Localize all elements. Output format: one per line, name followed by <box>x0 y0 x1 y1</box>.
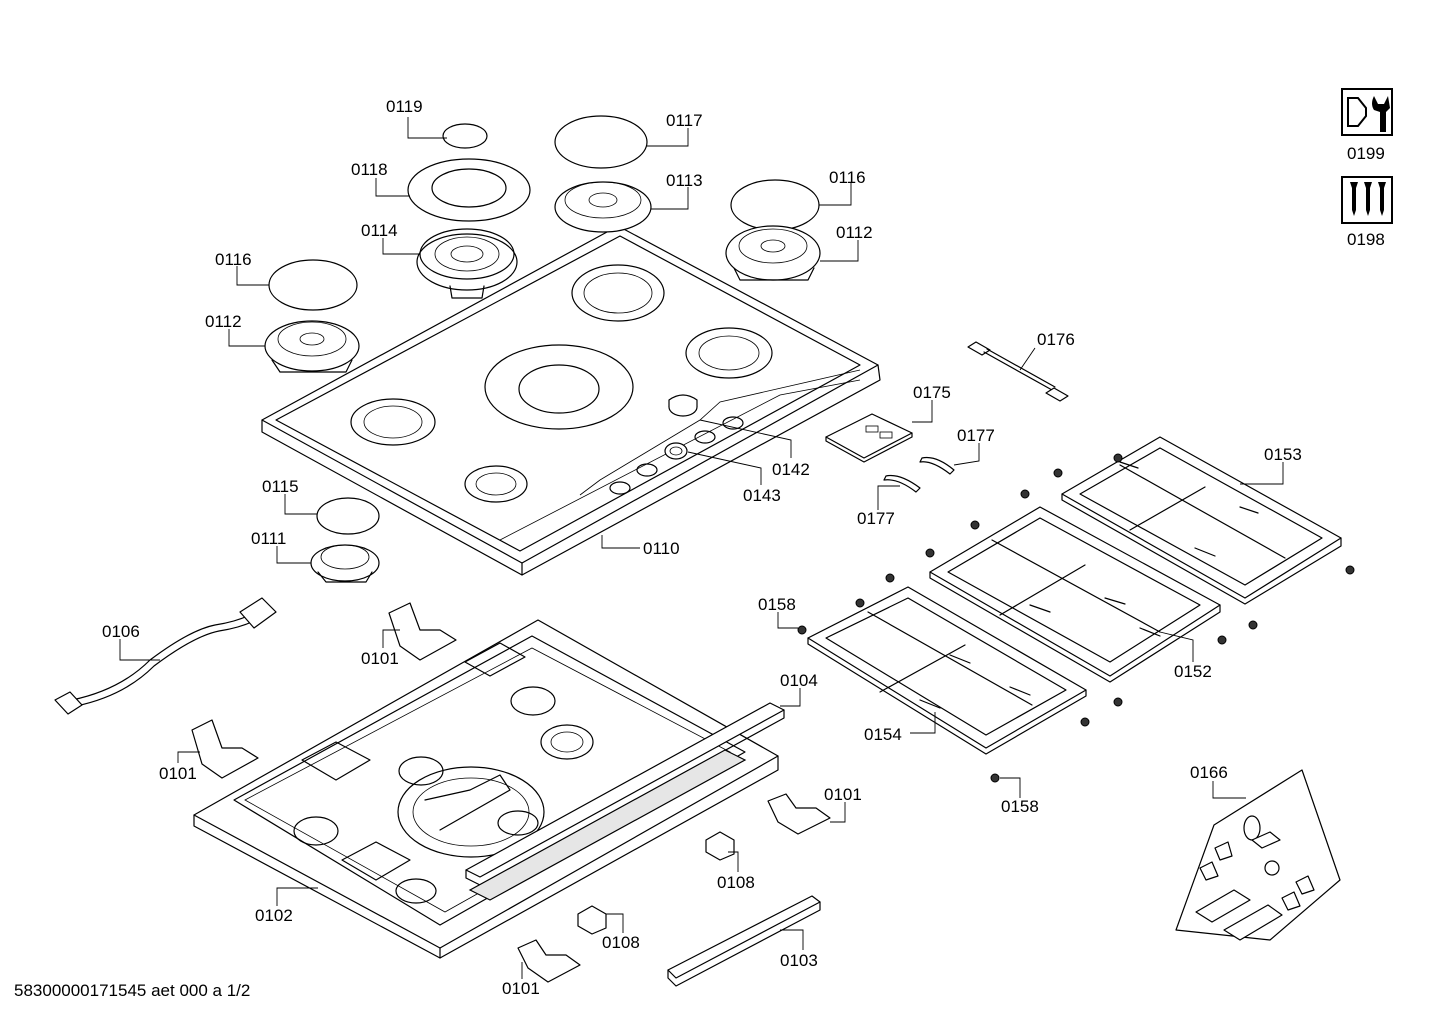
label-0101-left: 0101 <box>159 764 197 783</box>
label-0101-bottom: 0101 <box>502 979 540 998</box>
label-0106: 0106 <box>102 622 140 641</box>
document-reference: 58300000171545 aet 000 a 1/2 <box>14 981 251 1000</box>
label-0116-right: 0116 <box>829 168 866 187</box>
label-0152: 0152 <box>1174 662 1212 681</box>
label-0118: 0118 <box>351 160 388 179</box>
label-0110: 0110 <box>643 539 680 558</box>
label-0112-left: 0112 <box>205 312 242 331</box>
pan-supports <box>797 436 1355 783</box>
leader-lines <box>119 117 1284 979</box>
gas-connection-kit <box>1175 769 1341 941</box>
label-0142: 0142 <box>772 460 810 479</box>
label-0143: 0143 <box>743 486 781 505</box>
label-0114: 0114 <box>361 221 398 240</box>
ignition-parts <box>825 341 1069 493</box>
label-0177-lower: 0177 <box>857 509 895 528</box>
label-0112-right: 0112 <box>836 223 873 242</box>
cooktop-top-plate <box>261 225 881 576</box>
label-0103: 0103 <box>780 951 818 970</box>
label-0104: 0104 <box>780 671 818 690</box>
label-0108-right: 0108 <box>717 873 755 892</box>
label-0154: 0154 <box>864 725 902 744</box>
label-0158-upper: 0158 <box>758 595 796 614</box>
clips-and-strips <box>191 602 831 987</box>
label-0113: 0113 <box>666 171 703 190</box>
label-0101-top: 0101 <box>361 649 399 668</box>
screws-icon <box>1341 176 1393 224</box>
label-0115: 0115 <box>262 477 299 496</box>
burner-parts <box>264 115 821 583</box>
label-0166: 0166 <box>1190 763 1228 782</box>
power-cord <box>54 597 277 715</box>
label-0108-left: 0108 <box>602 933 640 952</box>
label-0158-lower: 0158 <box>1001 797 1039 816</box>
wrench-icon <box>1341 88 1393 136</box>
label-0176: 0176 <box>1037 330 1075 349</box>
cooktop-base-housing <box>193 619 785 959</box>
label-0119: 0119 <box>386 97 423 116</box>
label-0153: 0153 <box>1264 445 1302 464</box>
label-0199: 0199 <box>1347 144 1385 163</box>
label-0177-upper: 0177 <box>957 426 995 445</box>
label-0102: 0102 <box>255 906 293 925</box>
label-0198: 0198 <box>1347 230 1385 249</box>
label-0111: 0111 <box>251 529 287 548</box>
label-0116-left: 0116 <box>215 250 252 269</box>
label-0101-right: 0101 <box>824 785 862 804</box>
label-0175: 0175 <box>913 383 951 402</box>
label-0117: 0117 <box>666 111 703 130</box>
